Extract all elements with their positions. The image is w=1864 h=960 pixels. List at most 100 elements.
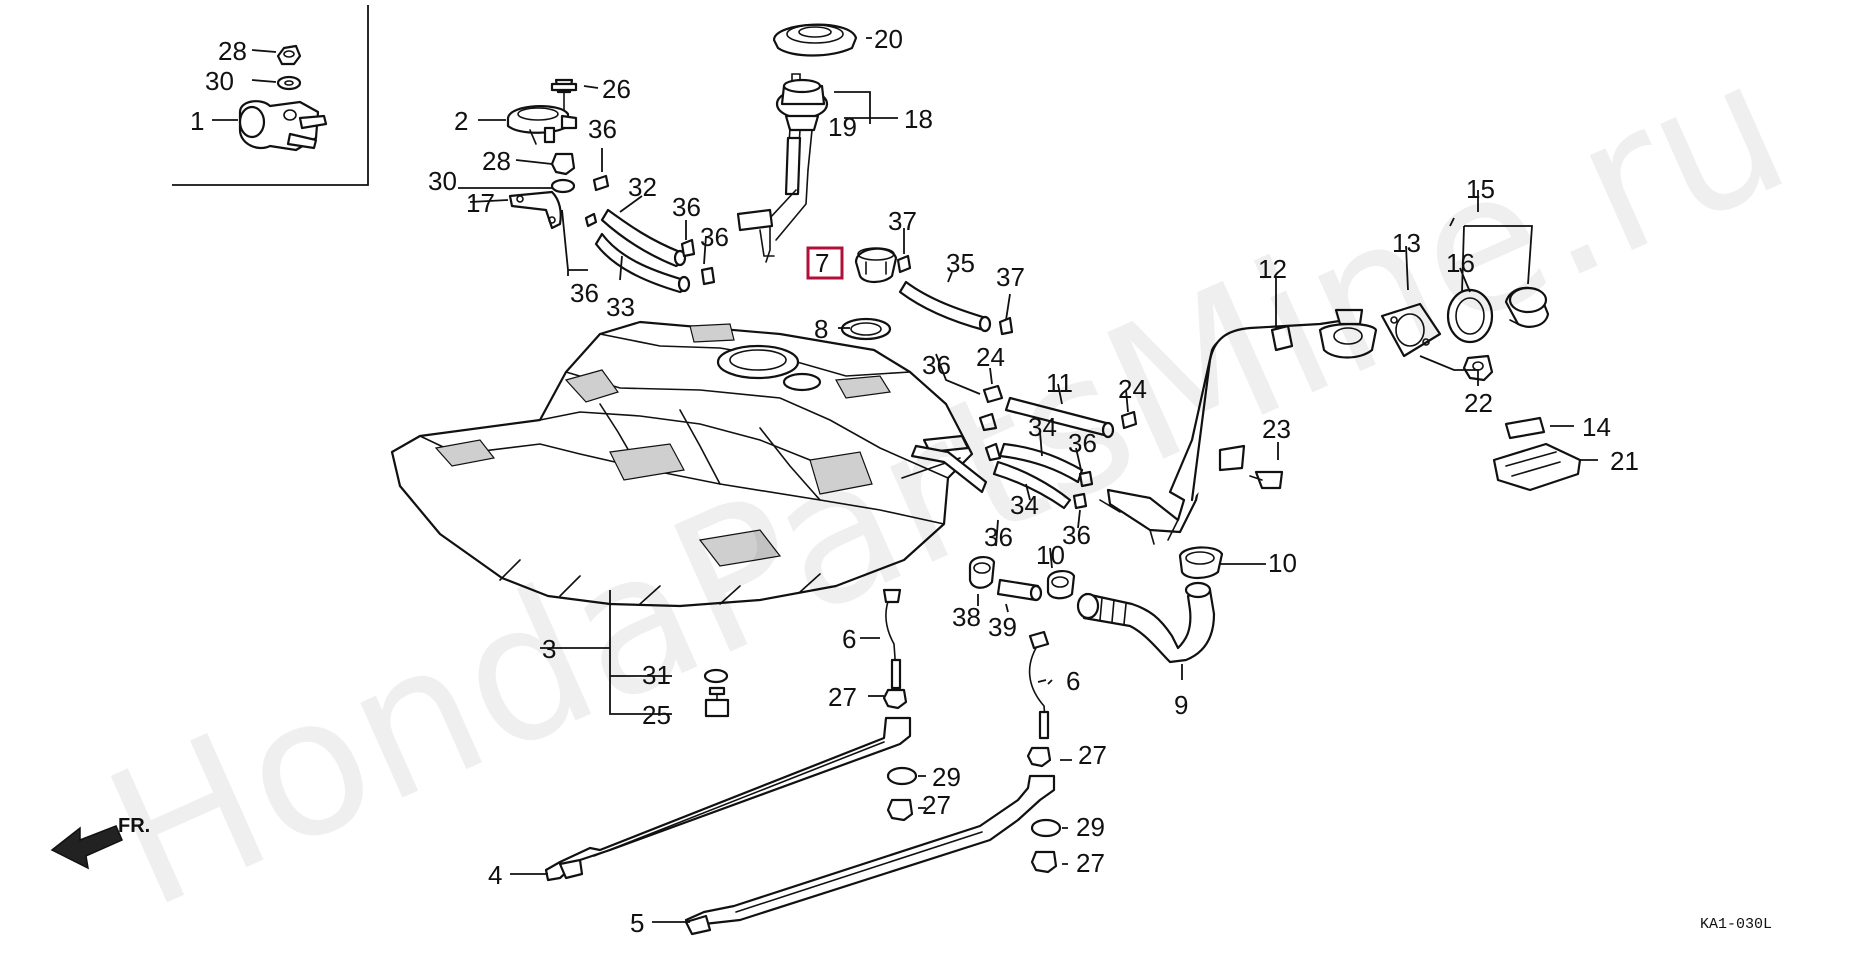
strap-5-icon xyxy=(684,774,1056,936)
callout-36: 36 xyxy=(588,114,617,144)
clamp-10a-icon xyxy=(1046,570,1076,600)
front-direction-arrow-icon xyxy=(50,825,123,870)
nut-27c-icon xyxy=(1026,746,1052,768)
callout-6: 6 xyxy=(842,624,856,654)
highlight-box xyxy=(806,246,844,280)
clip-37b-icon xyxy=(998,316,1014,336)
callout-21: 21 xyxy=(1610,446,1639,476)
callout-24: 24 xyxy=(1118,374,1147,404)
callout-6: 6 xyxy=(1066,666,1080,696)
clip-37a-icon xyxy=(896,254,912,274)
fuel-cap-15-icon xyxy=(1504,286,1550,328)
callout-4: 4 xyxy=(488,860,502,890)
nut-27b-icon xyxy=(886,798,914,822)
callout-36: 36 xyxy=(984,522,1013,552)
washer-29a-icon xyxy=(886,766,918,786)
callout-36: 36 xyxy=(700,222,729,252)
hose-32-icon xyxy=(600,208,687,268)
callout-23: 23 xyxy=(1262,414,1291,444)
bracket-17-icon xyxy=(508,190,562,230)
callout-10: 10 xyxy=(1036,540,1065,570)
callout-8: 8 xyxy=(814,314,828,344)
callout-16: 16 xyxy=(1446,248,1475,278)
callout-11: 11 xyxy=(1046,368,1073,398)
callout-29: 29 xyxy=(1076,812,1105,842)
bolt-26-icon xyxy=(550,78,578,111)
callout-32: 32 xyxy=(628,172,657,202)
washer-29b-icon xyxy=(1030,818,1062,838)
callout-14: 14 xyxy=(1582,412,1611,442)
bolt-6a-icon xyxy=(882,588,902,690)
clamp-38-icon xyxy=(968,556,996,589)
callout-9: 9 xyxy=(1174,690,1188,720)
callout-37: 37 xyxy=(888,206,917,236)
callout-26: 26 xyxy=(602,74,631,104)
filler-hose-9-icon xyxy=(1076,581,1216,664)
callout-3: 3 xyxy=(542,634,556,664)
callout-12: 12 xyxy=(1258,254,1287,284)
callout-34: 34 xyxy=(1028,412,1057,442)
clip-36b-icon xyxy=(680,238,696,258)
nut-27d-icon xyxy=(1030,850,1058,874)
callout-35: 35 xyxy=(946,248,975,278)
callout-15: 15 xyxy=(1466,174,1495,204)
label-14-icon xyxy=(1504,416,1546,440)
fuel-tank-3-icon xyxy=(390,320,974,608)
callout-36: 36 xyxy=(672,192,701,222)
callout-27: 27 xyxy=(1076,848,1105,878)
flange-13-icon xyxy=(1380,302,1442,358)
callout-28: 28 xyxy=(218,36,247,66)
washer-30b-icon xyxy=(550,178,576,194)
callout-labels: 28 30 1 20 18 19 26 2 36 28 30 17 32 36 … xyxy=(118,24,1772,938)
valve-2-icon xyxy=(506,105,578,145)
fuel-pump-ring-icon xyxy=(772,23,858,57)
bolt-23-icon xyxy=(1249,470,1284,490)
callout-30: 30 xyxy=(205,66,234,96)
nut-28b-icon xyxy=(550,152,576,176)
bolt-6b-icon xyxy=(1028,630,1050,740)
callout-18: 18 xyxy=(904,104,933,134)
callout-22: 22 xyxy=(1464,388,1493,418)
callout-27: 27 xyxy=(828,682,857,712)
hose-35-icon xyxy=(898,280,992,333)
callout-13: 13 xyxy=(1392,228,1421,258)
clip-36d-icon xyxy=(700,266,716,286)
nut-icon xyxy=(276,44,302,66)
filler-neck-12-icon xyxy=(1099,308,1378,545)
washer-31-icon xyxy=(703,668,729,684)
callout-20: 20 xyxy=(874,24,903,54)
fuel-pump-assembly-icon xyxy=(736,73,829,263)
callout-5: 5 xyxy=(630,908,644,938)
callout-29: 29 xyxy=(932,762,961,792)
callout-24: 24 xyxy=(976,342,1005,372)
callout-39: 39 xyxy=(988,612,1017,642)
bolt-25-icon xyxy=(704,686,730,718)
diagram-code: KA1-030L xyxy=(1700,916,1772,933)
callout-38: 38 xyxy=(952,602,981,632)
callout-7: 7 xyxy=(815,248,829,278)
callout-36: 36 xyxy=(570,278,599,308)
callout-31: 31 xyxy=(642,660,671,690)
clamp-10b-icon xyxy=(1178,546,1224,580)
callout-33: 33 xyxy=(606,292,635,322)
callout-19: 19 xyxy=(828,112,857,142)
callout-27: 27 xyxy=(1078,740,1107,770)
callout-36: 36 xyxy=(1062,520,1091,550)
valve-icon xyxy=(238,100,328,152)
seal-16-icon xyxy=(1446,288,1494,344)
callout-36: 36 xyxy=(922,350,951,380)
callout-17: 17 xyxy=(466,188,495,218)
clip-36c-icon xyxy=(584,212,598,228)
hose-33-icon xyxy=(594,232,691,294)
callout-25: 25 xyxy=(642,700,671,730)
hose-39-icon xyxy=(996,578,1043,602)
callout-28: 28 xyxy=(482,146,511,176)
clip-36a-icon xyxy=(592,174,610,192)
callout-27: 27 xyxy=(922,790,951,820)
callout-2: 2 xyxy=(454,106,468,136)
callout-10: 10 xyxy=(1268,548,1297,578)
callout-30: 30 xyxy=(428,166,457,196)
filter-cap-7-icon xyxy=(854,247,898,284)
inset-box xyxy=(172,5,369,186)
